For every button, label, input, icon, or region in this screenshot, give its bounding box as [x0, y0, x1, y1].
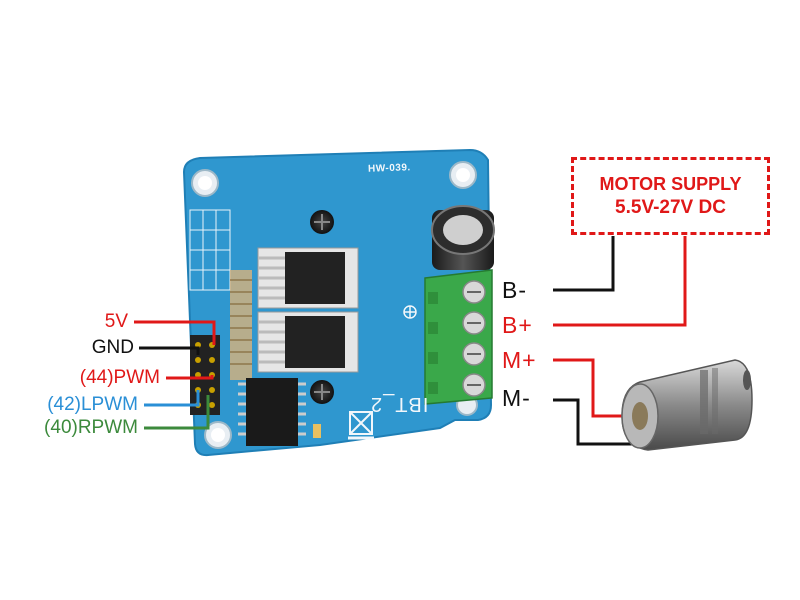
terminal-screw-icon [462, 373, 486, 397]
pin-label-pwm: (44)PWM [79, 367, 160, 388]
screw-icon [310, 380, 334, 404]
mounting-hole-icon [449, 161, 477, 189]
resistor-array [230, 270, 252, 380]
terminal-label-m-minus: M- [502, 385, 531, 411]
terminal-label-m-plus: M+ [502, 347, 537, 373]
plus-icon [403, 305, 417, 319]
mounting-hole-icon [191, 169, 219, 197]
terminal-label-b-plus: B+ [502, 312, 533, 338]
terminal-screw-icon [462, 311, 486, 335]
mosfet-chip [257, 311, 359, 373]
power-wires [553, 236, 687, 446]
wire-b-minus [553, 236, 615, 292]
motor-supply-box: MOTOR SUPPLY 5.5V-27V DC [571, 157, 770, 235]
driver-board [182, 148, 495, 457]
weee-icon [348, 411, 374, 440]
screw-icon [310, 210, 334, 234]
terminal-screw-icon [462, 342, 486, 366]
motor-supply-title: MOTOR SUPPLY [599, 174, 742, 194]
terminal-block [424, 269, 493, 405]
smd-led [313, 424, 321, 438]
terminal-screw-icon [462, 280, 486, 304]
wire-pwm [166, 375, 214, 380]
driver-ic [238, 378, 306, 446]
pin-label-5v: 5V [104, 311, 128, 332]
pin-label-gnd: GND [91, 337, 134, 358]
pin-label-lpwm: (42)LPWM [47, 394, 138, 415]
pin-legend-grid [189, 209, 231, 291]
wire-5v [134, 320, 216, 345]
mounting-hole-icon [204, 421, 232, 449]
motor [621, 359, 753, 451]
terminal-label-b-minus: B- [502, 277, 527, 303]
board-model-label: HW-039. [367, 162, 411, 175]
motor-supply-voltage: 5.5V-27V DC [615, 197, 726, 218]
control-wires [134, 320, 216, 430]
capacitor [431, 205, 495, 270]
wire-m-minus [553, 398, 640, 446]
pin-label-rpwm: (40)RPWM [44, 417, 138, 438]
mosfet-chip [257, 247, 359, 309]
wire-gnd [139, 346, 200, 355]
board-name-label: IBT_2 [370, 393, 429, 415]
wire-m-plus [553, 358, 640, 418]
wire-lpwm [144, 390, 200, 407]
wire-b-plus [553, 236, 687, 327]
wire-rpwm [144, 395, 210, 430]
